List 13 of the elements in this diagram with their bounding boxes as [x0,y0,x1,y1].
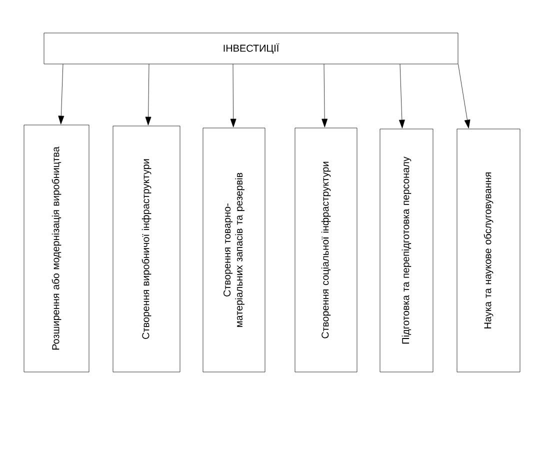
category-box: Наука та наукове обслуговування [456,128,520,372]
arrow [230,64,236,128]
arrow [58,64,64,124]
category-box: Підготовка та перепідготовка персоналу [380,128,434,372]
arrow [145,64,152,126]
category-box: Розширення або модернізація виробництва [24,124,90,372]
arrow [398,64,405,128]
category-box: Створення виробничої інфраструктури [112,126,180,372]
heading-box: ІНВЕСТИЦІЇ [44,32,458,64]
arrow [322,64,328,128]
arrow [458,64,470,128]
category-box: Створення соціальної інфраструктури [294,128,358,372]
category-box: Створення товарно-матеріальних запасів та резервів [202,128,266,372]
